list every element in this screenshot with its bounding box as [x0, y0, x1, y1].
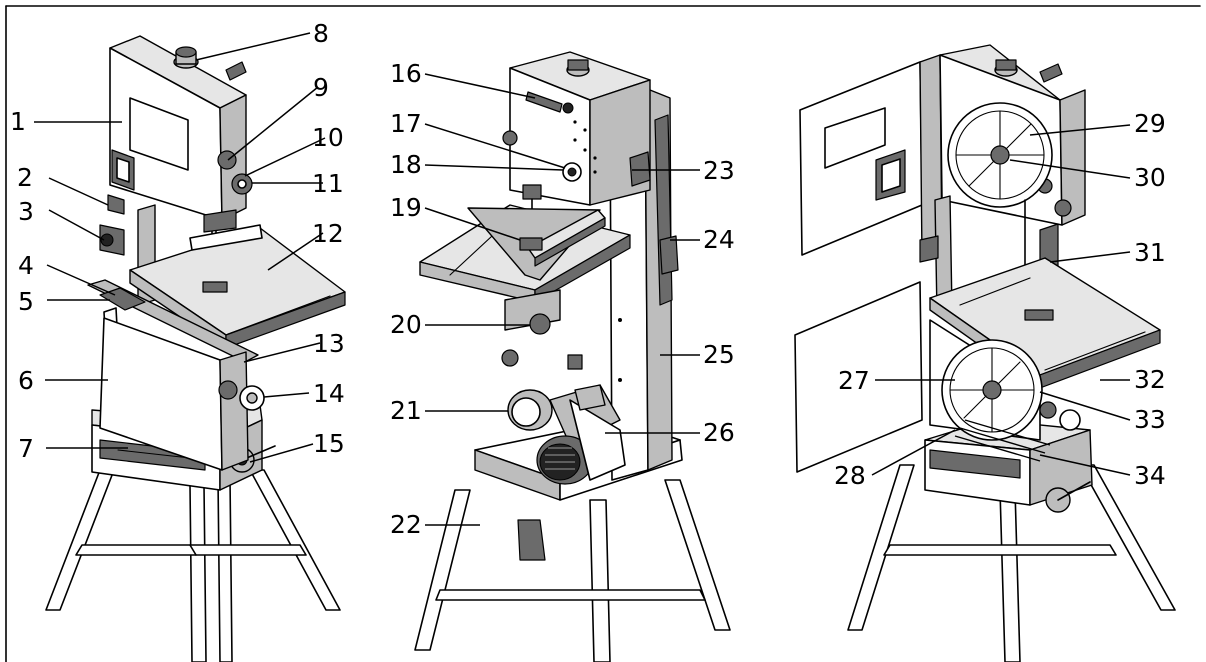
callout-4: 4	[18, 251, 34, 280]
callout-12: 12	[312, 219, 344, 248]
leader-29	[1029, 124, 1131, 136]
callout-32: 32	[1134, 365, 1166, 394]
leader-31	[1049, 251, 1131, 263]
leader-19	[424, 207, 521, 241]
callout-20: 20	[390, 310, 422, 339]
callout-15: 15	[313, 429, 345, 458]
bandsaw-front-view	[45, 35, 346, 662]
callout-1: 1	[10, 107, 26, 136]
callout-34: 34	[1134, 461, 1166, 490]
callout-31: 31	[1134, 238, 1166, 267]
callout-25: 25	[703, 340, 735, 369]
callout-7: 7	[18, 434, 34, 463]
leader-9	[227, 86, 319, 161]
callout-17: 17	[390, 109, 422, 138]
leader-28	[871, 429, 956, 476]
bandsaw-rear-view	[414, 51, 731, 662]
bandsaw-open-view	[794, 44, 1176, 662]
leader-4	[46, 264, 116, 296]
leader-33	[1039, 391, 1131, 421]
callout-28: 28	[834, 461, 866, 490]
callout-22: 22	[390, 510, 422, 539]
callout-11: 11	[312, 169, 344, 198]
callout-19: 19	[390, 193, 422, 222]
leader-16	[424, 73, 536, 99]
leader-12	[267, 232, 324, 271]
leader-15	[249, 443, 314, 463]
callout-24: 24	[703, 225, 735, 254]
callout-30: 30	[1134, 163, 1166, 192]
callout-2: 2	[17, 163, 33, 192]
callout-29: 29	[1134, 109, 1166, 138]
leader-30	[1009, 159, 1131, 179]
callout-5: 5	[18, 287, 34, 316]
leader-34	[1039, 454, 1131, 476]
leader-13	[243, 342, 321, 363]
callout-18: 18	[390, 150, 422, 179]
callout-3: 3	[18, 197, 34, 226]
leader-8	[195, 32, 311, 61]
leader-17	[424, 123, 566, 169]
leader-lines	[34, 32, 1131, 526]
leader-10	[244, 137, 326, 177]
callout-10: 10	[312, 123, 344, 152]
leader-3	[48, 209, 105, 241]
callout-13: 13	[313, 329, 345, 358]
callout-6: 6	[18, 366, 34, 395]
callout-labels: 1 2 3 4 5 6 7 8 9 10 11 12 13 14 15 16 1…	[10, 19, 1166, 539]
callout-27: 27	[838, 366, 870, 395]
callout-21: 21	[390, 396, 422, 425]
callout-23: 23	[703, 156, 735, 185]
callout-16: 16	[390, 59, 422, 88]
leader-14	[263, 392, 310, 398]
callout-33: 33	[1134, 405, 1166, 434]
leader-18	[424, 164, 564, 171]
callout-9: 9	[313, 73, 329, 102]
leader-2	[48, 177, 109, 206]
callout-8: 8	[313, 19, 329, 48]
callout-14: 14	[313, 379, 345, 408]
callout-26: 26	[703, 418, 735, 447]
